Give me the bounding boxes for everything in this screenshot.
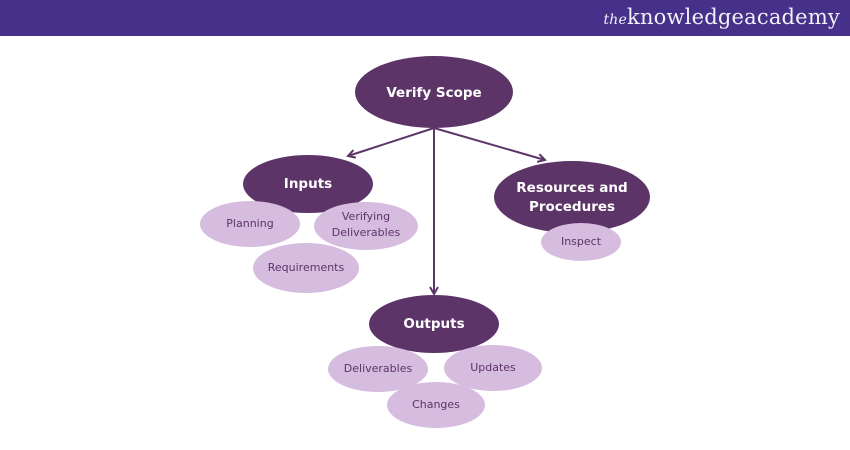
node-requirements: Requirements — [253, 243, 359, 293]
svg-text:Verifying: Verifying — [342, 210, 390, 223]
node-inputs: Inputs — [243, 155, 373, 213]
svg-text:Deliverables: Deliverables — [344, 362, 413, 375]
node-deliverables: Deliverables — [328, 346, 428, 392]
brand-logo[interactable]: theknowledgeacademy — [603, 5, 840, 29]
svg-text:Resources and: Resources and — [516, 180, 627, 196]
svg-text:Inputs: Inputs — [284, 176, 332, 192]
node-planning: Planning — [200, 201, 300, 247]
svg-text:Deliverables: Deliverables — [332, 226, 401, 239]
node-updates: Updates — [444, 345, 542, 391]
arrow-to-inputs — [348, 127, 435, 156]
svg-text:Inspect: Inspect — [561, 235, 602, 248]
svg-text:Outputs: Outputs — [403, 316, 464, 332]
svg-text:Verify Scope: Verify Scope — [386, 85, 481, 101]
node-verifying-deliverables: Verifying Deliverables — [314, 202, 418, 250]
svg-text:Procedures: Procedures — [529, 199, 615, 215]
node-changes: Changes — [387, 382, 485, 428]
header-bar: theknowledgeacademy — [0, 0, 850, 36]
node-verify-scope: Verify Scope — [355, 56, 513, 128]
svg-text:Updates: Updates — [470, 361, 516, 374]
svg-text:Changes: Changes — [412, 398, 460, 411]
node-inspect: Inspect — [541, 223, 621, 261]
arrow-to-resources — [433, 127, 545, 160]
node-resources-procedures: Resources and Procedures — [494, 161, 650, 233]
svg-text:Planning: Planning — [226, 217, 273, 230]
svg-text:Requirements: Requirements — [268, 261, 345, 274]
node-outputs: Outputs — [369, 295, 499, 353]
